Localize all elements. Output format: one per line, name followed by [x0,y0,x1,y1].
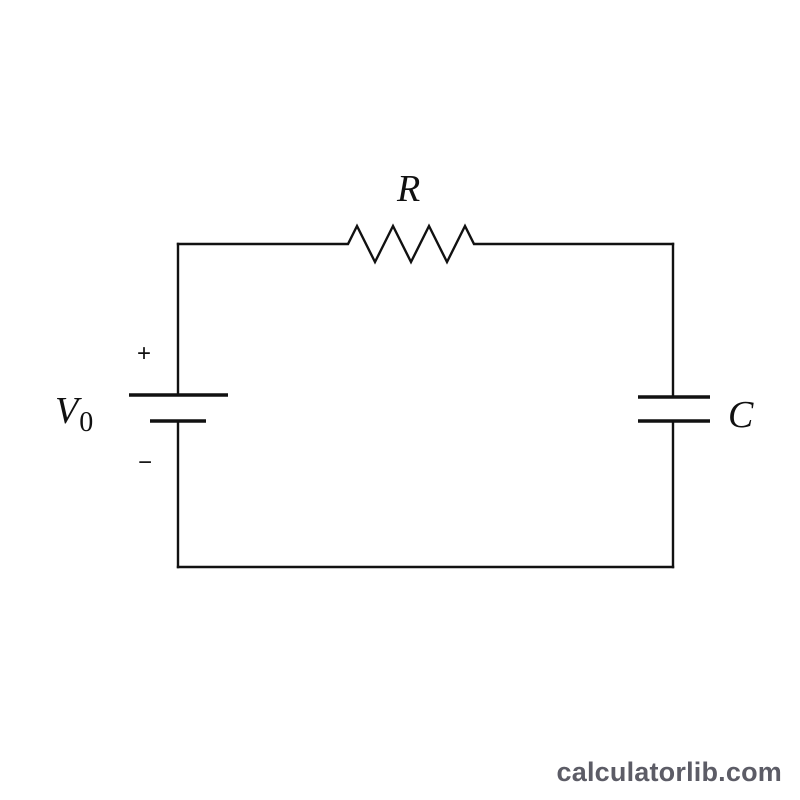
watermark-text: calculatorlib.com [556,757,782,787]
negative-terminal-sign: − [138,449,153,476]
positive-terminal-sign: + [137,340,152,367]
voltage-subscript: 0 [79,407,94,438]
capacitor-label: C [728,394,754,436]
voltage-symbol: V [55,390,79,432]
resistor-zigzag [176,223,675,265]
resistor-label: R [397,168,421,210]
voltage-source-label: V0 [55,390,93,437]
